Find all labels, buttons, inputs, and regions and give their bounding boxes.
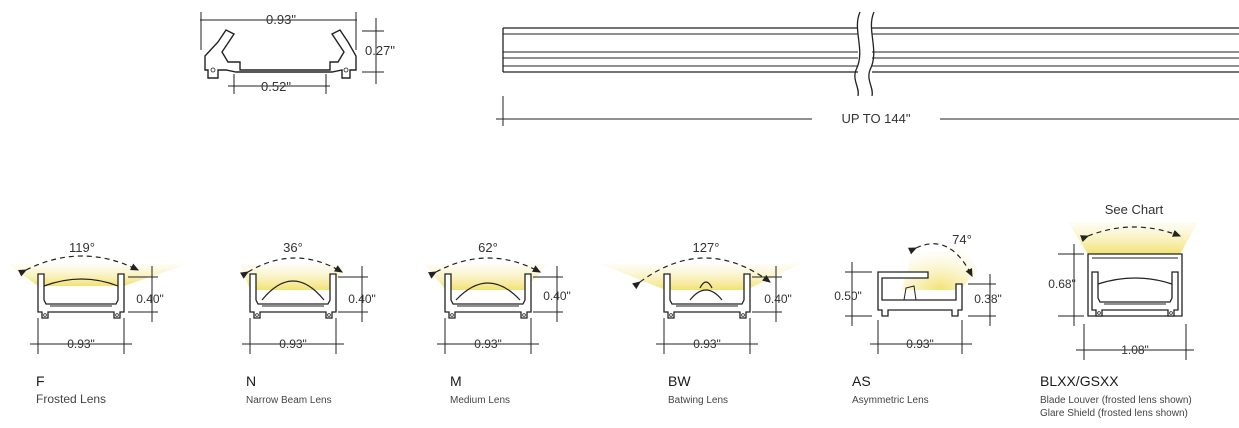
lens-n-name: Narrow Beam Lens	[246, 395, 332, 406]
lens-m-angle: 62°	[478, 240, 498, 255]
lens-as-height-left: 0.50"	[834, 289, 862, 303]
lens-frosted: 119° 0.40" 0.93" F Frosted Lens	[8, 240, 188, 406]
lens-bl-code: BLXX/GSXX	[1040, 373, 1119, 389]
lens-m-height: 0.40"	[543, 289, 571, 303]
lens-f-angle: 119°	[69, 240, 95, 255]
lens-m-width: 0.93"	[474, 337, 502, 351]
lens-bw-code: BW	[668, 373, 691, 389]
lens-n-width: 0.93"	[279, 337, 307, 351]
profile-height-label: 0.27"	[365, 43, 395, 58]
lens-blade-louver-glare-shield: See Chart 0.68" 1.08" BLXX/GSXX Blade Lo…	[1040, 202, 1198, 419]
extrusion-length-label: UP TO 144"	[842, 111, 911, 126]
lens-bw-height: 0.40"	[764, 292, 792, 306]
lens-bw-angle: 127°	[693, 240, 720, 255]
lens-narrow-beam: 36° 0.40" 0.93" N Narrow Beam Lens	[239, 240, 376, 406]
lens-f-height: 0.40"	[136, 292, 164, 306]
profile-width-label: 0.93"	[266, 12, 296, 27]
lens-as-width: 0.93"	[906, 337, 934, 351]
lens-n-angle: 36°	[283, 240, 303, 255]
lens-as-height-right: 0.38"	[974, 292, 1002, 306]
lens-bl-height: 0.68"	[1048, 277, 1076, 291]
lens-n-height: 0.40"	[348, 292, 376, 306]
lens-f-code: F	[36, 373, 45, 389]
lens-bw-width: 0.93"	[693, 337, 721, 351]
lens-f-width: 0.93"	[67, 337, 95, 351]
lens-medium: 62° 0.40" 0.93" M Medium Lens	[424, 240, 571, 406]
lens-bl-name-line2: Glare Shield (frosted lens shown)	[1040, 408, 1188, 419]
lens-f-name: Frosted Lens	[36, 392, 106, 406]
lens-batwing: 127° 0.40" 0.93" BW Batwing Lens	[600, 240, 800, 406]
profile-cross-section: 0.93" 0.52" 0.27"	[200, 12, 395, 94]
lens-bw-name: Batwing Lens	[668, 395, 728, 406]
lens-as-name: Asymmetric Lens	[852, 395, 929, 406]
lens-bl-name-line1: Blade Louver (frosted lens shown)	[1040, 395, 1192, 406]
lens-asymmetric: 74° 0.50" 0.38" 0.93" AS Asymmetric Lens	[834, 232, 1002, 406]
lens-bl-angle: See Chart	[1105, 202, 1164, 217]
profile-inner-label: 0.52"	[261, 79, 291, 94]
lens-n-code: N	[246, 373, 256, 389]
lens-m-name: Medium Lens	[450, 395, 510, 406]
lens-bl-width: 1.08"	[1121, 343, 1149, 357]
lens-as-code: AS	[852, 373, 871, 389]
lens-as-angle: 74°	[952, 232, 972, 247]
lens-m-code: M	[450, 373, 462, 389]
extrusion-elevation: UP TO 144"	[496, 11, 1239, 126]
